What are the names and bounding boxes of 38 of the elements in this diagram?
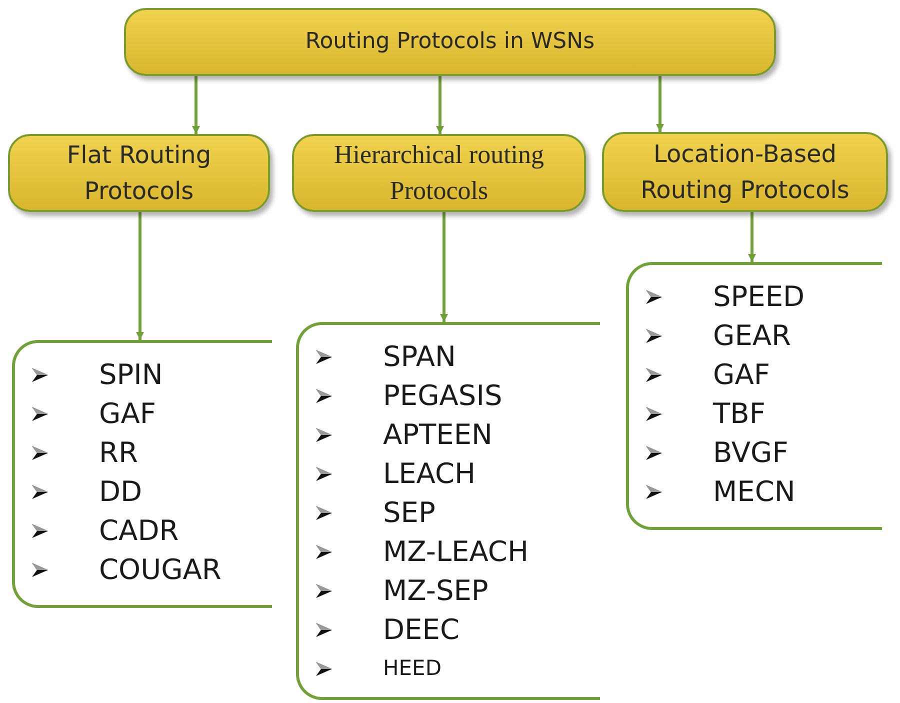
protocol-name: GAF	[99, 396, 156, 432]
category-box	[602, 132, 888, 212]
protocol-name: MECN	[713, 474, 796, 510]
protocol-name: TBF	[713, 396, 766, 432]
list-panel	[626, 262, 882, 530]
box-title: Routing Protocols in WSNs	[305, 28, 595, 56]
arrow	[748, 212, 756, 262]
arrow	[192, 76, 200, 134]
protocol-name: BVGF	[713, 434, 788, 470]
protocol-name: LEACH	[383, 456, 476, 492]
arrow	[436, 76, 444, 134]
list-panel	[296, 322, 600, 700]
protocol-name: DEEC	[383, 612, 460, 648]
protocol-name: COUGAR	[99, 552, 222, 588]
protocol-name: DD	[99, 474, 142, 510]
arrow	[656, 76, 664, 132]
box-title: Hierarchical routing Protocols	[332, 139, 546, 207]
list-panel	[12, 340, 272, 608]
box-title: Location-Based Routing Protocols	[640, 139, 850, 206]
protocol-name: GEAR	[713, 318, 791, 354]
protocol-name: SPEED	[713, 278, 805, 314]
protocol-name: HEED	[383, 654, 442, 682]
protocol-name: CADR	[99, 512, 179, 548]
protocol-name: SPIN	[99, 356, 163, 392]
category-box	[124, 8, 776, 76]
arrow	[440, 212, 448, 322]
protocol-name: RR	[99, 434, 138, 470]
category-box	[292, 134, 586, 212]
protocol-name: PEGASIS	[383, 378, 502, 414]
category-box	[8, 134, 270, 212]
protocol-name: GAF	[713, 356, 770, 392]
protocol-name: MZ-LEACH	[383, 534, 529, 570]
protocol-name: SPAN	[383, 338, 456, 374]
protocol-name: MZ-SEP	[383, 572, 488, 608]
protocol-name: SEP	[383, 494, 436, 530]
arrow	[136, 212, 144, 340]
protocol-name: APTEEN	[383, 416, 492, 452]
box-title: Flat Routing Protocols	[66, 140, 212, 207]
